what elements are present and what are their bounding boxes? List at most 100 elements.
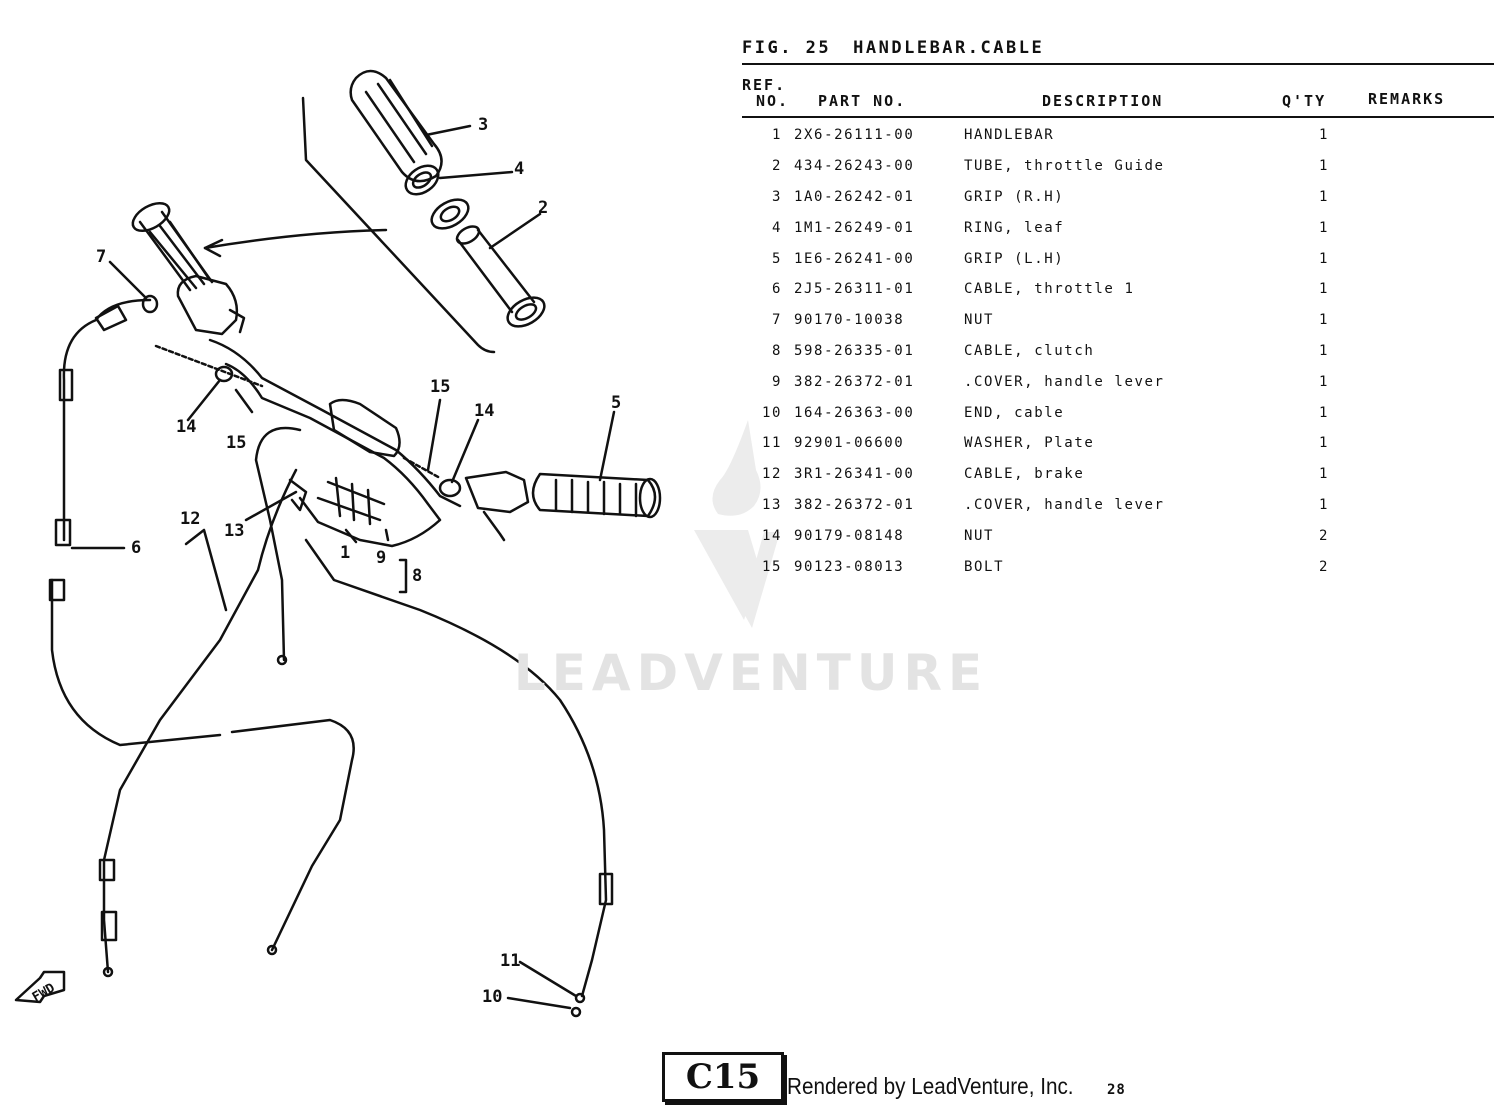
ref-cell: 13 xyxy=(761,496,782,513)
table-row: 3 1A0-26242-01 GRIP (R.H) 1 xyxy=(742,182,1354,213)
ref-cell: 2 xyxy=(771,158,782,175)
grip-lh-drawing xyxy=(531,472,662,519)
qty-cell: 1 xyxy=(1318,435,1330,452)
description-cell: BOLT xyxy=(964,558,1005,575)
qty-cell: 2 xyxy=(1318,527,1330,544)
part-no-cell: 90123-08013 xyxy=(794,558,905,575)
description-cell: HANDLEBAR xyxy=(964,127,1055,144)
part-no-cell: 598-26335-01 xyxy=(794,342,915,359)
ref-cell: 3 xyxy=(771,188,782,205)
qty-cell: 1 xyxy=(1318,219,1330,236)
qty-cell: 1 xyxy=(1318,158,1330,175)
qty-cell: 1 xyxy=(1318,466,1330,483)
nut-7-drawing xyxy=(141,294,159,314)
part-no-cell: 2J5-26311-01 xyxy=(794,281,915,298)
table-row: 15 90123-08013 BOLT 2 xyxy=(742,551,1354,582)
table-row: 12 3R1-26341-00 CABLE, brake 1 xyxy=(742,459,1354,490)
watermark-text: LEADVENTURE xyxy=(513,644,989,702)
part-no-cell: 90179-08148 xyxy=(794,527,905,544)
description-cell: TUBE, throttle Guide xyxy=(964,158,1165,175)
ref-cell: 9 xyxy=(771,373,782,390)
footer-page-number: 28 xyxy=(1107,1082,1126,1098)
footer-credit: Rendered by LeadVenture, Inc. xyxy=(787,1073,1074,1099)
header-description: DESCRIPTION xyxy=(1042,92,1164,110)
footer-code-box: C15 xyxy=(662,1052,784,1102)
part-no-cell: 434-26243-00 xyxy=(794,158,915,175)
figure-title: FIG. 25 HANDLEBAR.CABLE xyxy=(742,38,1066,58)
throttle-cable-drawing xyxy=(62,298,152,542)
callout-10: 10 xyxy=(482,987,502,1007)
callout-12: 12 xyxy=(180,509,200,529)
ref-cell: 1 xyxy=(771,127,782,144)
description-cell: END, cable xyxy=(964,404,1065,421)
inset-arrow xyxy=(203,228,388,250)
exploded-diagram: 1 2 3 4 5 6 7 8 9 10 11 12 13 14 15 15 1… xyxy=(14,69,662,1018)
callout-14b: 14 xyxy=(474,401,494,421)
header-rule xyxy=(742,116,1494,118)
description-cell: GRIP (R.H) xyxy=(964,188,1065,205)
clutch-perch-drawing xyxy=(464,470,530,514)
lever-cover-drawing xyxy=(328,398,401,458)
callout-14a: 14 xyxy=(176,417,196,437)
description-cell: CABLE, throttle 1 xyxy=(964,281,1135,298)
inset-bracket-line xyxy=(301,96,496,354)
ref-cell: 6 xyxy=(771,281,782,298)
callout-4: 4 xyxy=(514,159,524,179)
qty-cell: 1 xyxy=(1318,373,1330,390)
part-no-cell: 1E6-26241-00 xyxy=(794,250,915,267)
ref-cell: 12 xyxy=(761,466,782,483)
description-cell: CABLE, clutch xyxy=(964,342,1095,359)
ref-cell: 5 xyxy=(771,250,782,267)
description-cell: CABLE, brake xyxy=(964,466,1085,483)
qty-cell: 1 xyxy=(1318,496,1330,513)
table-row: 2 434-26243-00 TUBE, throttle Guide 1 xyxy=(742,151,1354,182)
description-cell: RING, leaf xyxy=(964,219,1065,236)
description-cell: .COVER, handle lever xyxy=(964,373,1165,390)
brake-cable-drawing xyxy=(254,426,302,662)
header-part-no: PART NO. xyxy=(818,92,907,110)
description-cell: NUT xyxy=(964,527,995,544)
part-no-cell: 92901-06600 xyxy=(794,435,905,452)
callout-3: 3 xyxy=(478,115,488,135)
callout-1: 1 xyxy=(340,543,350,563)
qty-cell: 1 xyxy=(1318,250,1330,267)
ref-cell: 15 xyxy=(761,558,782,575)
ref-cell: 10 xyxy=(761,404,782,421)
callout-13: 13 xyxy=(224,521,244,541)
ring-leaf-drawing xyxy=(430,198,470,230)
qty-cell: 1 xyxy=(1318,312,1330,329)
header-remarks: REMARKS xyxy=(1368,90,1446,108)
callout-7: 7 xyxy=(96,247,106,267)
qty-cell: 1 xyxy=(1318,188,1330,205)
callout-5: 5 xyxy=(611,393,621,413)
throttle-tube-drawing xyxy=(455,225,546,328)
callout-8: 8 xyxy=(412,566,422,586)
figure-name: HANDLEBAR.CABLE xyxy=(853,38,1045,58)
part-no-cell: 3R1-26341-00 xyxy=(794,466,915,483)
header-qty: Q'TY xyxy=(1282,92,1327,110)
callout-9: 9 xyxy=(376,548,386,568)
qty-cell: 2 xyxy=(1318,558,1330,575)
qty-cell: 1 xyxy=(1318,281,1330,298)
ref-cell: 8 xyxy=(771,342,782,359)
callout-2: 2 xyxy=(538,198,548,218)
part-no-cell: 1A0-26242-01 xyxy=(794,188,915,205)
figure-label: FIG. 25 xyxy=(742,38,832,58)
callout-6: 6 xyxy=(131,538,141,558)
description-cell: WASHER, Plate xyxy=(964,435,1095,452)
table-row: 6 2J5-26311-01 CABLE, throttle 1 1 xyxy=(742,274,1354,305)
handlebar-drawing xyxy=(208,338,462,548)
header-ref-line1: REF. xyxy=(742,76,787,94)
ref-cell: 7 xyxy=(771,312,782,329)
part-no-cell: 164-26363-00 xyxy=(794,404,915,421)
